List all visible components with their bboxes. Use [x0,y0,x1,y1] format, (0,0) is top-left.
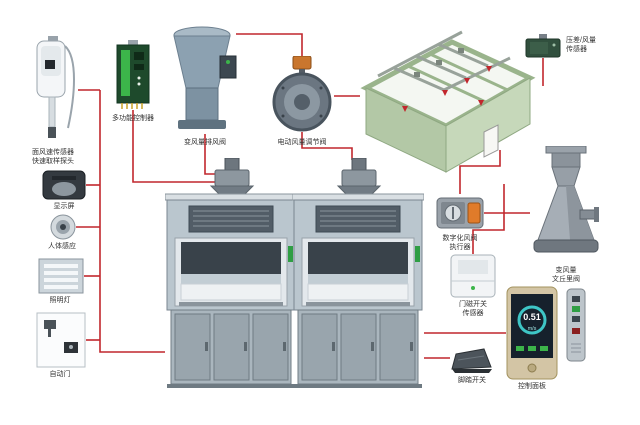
venturi-valve [530,145,602,264]
occupancy-label: 人体感应 [48,243,76,250]
actuator-illustration [436,197,484,229]
touchscreen-label: 控制面板 [518,383,546,390]
duct-valve-label: 电动风量调节阀 [277,139,327,146]
venturi-label: 变风量 文丘里阀 [552,267,580,284]
occupancy-illustration [50,214,76,240]
fume-hood-1-illustration [164,157,298,388]
multifunction-controller [116,40,150,110]
foot-switch-label: 脚踏开关 [458,377,486,384]
lab-room-illustration [360,30,536,173]
display-illustration [42,170,86,200]
occupancy-sensor [50,214,76,240]
venturi-illustration [533,145,599,253]
door-switch-sensor [450,254,496,298]
damper-actuator [436,194,484,232]
duct-pressure-sensor [524,34,562,58]
exhaust-fan-label: 变风量排风阀 [184,139,226,146]
auto-door-label: 自动门 [49,371,71,378]
controller-pcb-illustration [116,40,150,109]
display-unit [42,170,86,200]
duct-sensor-illustration [525,34,561,58]
fume-hood-1 [164,157,298,390]
exhaust-fan-illustration [173,26,237,129]
fume-hood-2 [291,157,425,390]
touchscreen-panel: 0.51 m/s [506,286,558,380]
foot-switch-illustration [451,348,492,373]
door-sensor-illustration [450,254,496,298]
light-fixture [38,258,84,294]
auto-door-panel [36,312,86,368]
duct-valve [270,55,334,132]
strip-keypad-illustration [566,288,586,362]
face-velocity-sensor-illustration [36,36,75,138]
auto-door-illustration [36,312,86,368]
exhaust-fan [170,26,240,134]
duct-sensor-label: 压差/风量 传感器 [566,37,596,54]
door-sensor-label: 门磁开关 传感器 [459,301,487,318]
strip-keypad [566,288,586,362]
display-label: 显示屏 [53,203,75,210]
lab-room-schematic [358,20,536,188]
panel-reading: 0.51 [523,312,541,322]
panel-reading-unit: m/s [527,326,537,332]
face-velocity-sensor [28,36,78,146]
fume-hood-2-illustration [291,157,425,388]
controller-label: 多功能控制器 [112,115,154,122]
light-label: 照明灯 [49,297,71,304]
touchscreen-illustration [506,286,558,380]
actuator-label: 数字化风阀 执行器 [442,235,478,252]
face-velocity-sensor-label: 面风速传感器 快速取样探头 [32,149,74,166]
duct-valve-illustration [272,55,332,132]
foot-switch [450,342,494,374]
light-illustration [38,258,84,294]
